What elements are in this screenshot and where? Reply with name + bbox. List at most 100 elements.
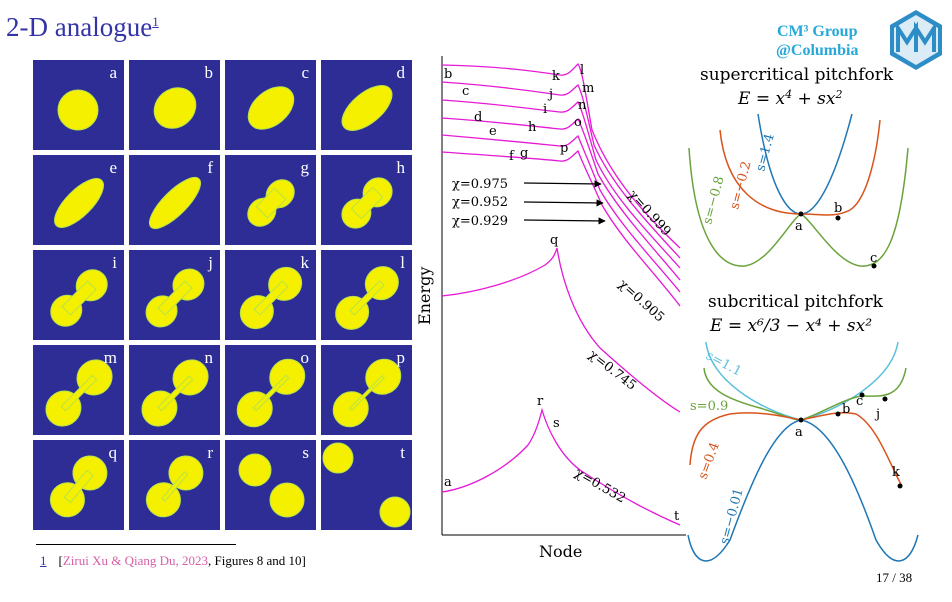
- frame-label-q: q: [108, 443, 118, 462]
- point-label-n: n: [578, 98, 587, 113]
- frame-label-a: a: [109, 63, 117, 82]
- arrow-label-0975: χ=0.975: [452, 177, 508, 192]
- curve-label-0745: χ=0.745: [586, 347, 639, 393]
- frame-label-i: i: [112, 253, 117, 272]
- frame-e: e: [33, 155, 124, 245]
- frame-label-g: g: [300, 158, 310, 177]
- frame-shape-k: [239, 266, 303, 330]
- frame-shape-h: [341, 177, 393, 229]
- frame-j: j: [129, 250, 220, 340]
- frame-shape-g: [247, 179, 295, 227]
- arrow-label-0929: χ=0.929: [452, 214, 508, 229]
- curve-chi-0905: [441, 134, 681, 293]
- group-logo-text: CM³ Group @Columbia: [776, 22, 858, 60]
- footnote-rest: , Figures 8 and 10]: [208, 553, 306, 568]
- point-label-h: h: [528, 120, 537, 135]
- arrow-0952: [523, 199, 604, 207]
- curve-chi-0952: [441, 99, 681, 269]
- point-label-q: q: [550, 233, 558, 248]
- sub-label-s11: s=1.1: [703, 348, 744, 379]
- point-label-d: d: [474, 110, 482, 125]
- frame-c: c: [225, 60, 316, 150]
- title-text: 2-D analogue: [6, 12, 153, 42]
- page-number: 17 / 38: [876, 570, 913, 585]
- subcritical-plot: subcritical pitchfork E = x⁶/3 − x⁴ + sx…: [687, 292, 919, 562]
- frame-d: d: [321, 60, 412, 150]
- frame-p: p: [321, 345, 412, 435]
- frame-b: b: [129, 60, 220, 150]
- curve-chi-0975: [441, 81, 681, 259]
- frame-a: a: [33, 60, 124, 150]
- frame-l: l: [321, 250, 412, 340]
- point-label-l: l: [580, 63, 584, 78]
- frame-m: m: [33, 345, 124, 435]
- footnote: 1[Zirui Xu & Qiang Du, 2023, Figures 8 a…: [40, 553, 306, 569]
- sub-label-s09: s=0.9: [690, 399, 728, 414]
- frame-f: f: [129, 155, 220, 245]
- frame-h: h: [321, 155, 412, 245]
- frame-q: q: [33, 440, 124, 530]
- frame-label-f: f: [207, 158, 213, 177]
- sub-curve-s11: [705, 341, 899, 421]
- point-label-r: r: [537, 394, 544, 409]
- frame-shape-d: [341, 85, 393, 131]
- frame-label-m: m: [103, 348, 117, 367]
- point-label-t: t: [674, 509, 680, 524]
- super-label-s14: s=1.4: [753, 132, 777, 173]
- frame-label-j: j: [208, 253, 213, 272]
- frame-shape-t: [322, 442, 411, 528]
- supercritical-title: supercritical pitchfork: [700, 65, 894, 85]
- super-label-s-08: s=−0.8: [700, 175, 727, 226]
- frame-label-n: n: [204, 348, 214, 367]
- title-footnote-ref[interactable]: 1: [152, 14, 159, 29]
- super-point-a: a: [795, 219, 803, 234]
- point-label-f: f: [509, 149, 515, 164]
- super-point-c: c: [870, 251, 877, 266]
- curve-label-0905: χ=0.905: [615, 277, 667, 326]
- frame-shape-e: [54, 178, 104, 228]
- frame-g: g: [225, 155, 316, 245]
- footnote-number[interactable]: 1: [40, 553, 47, 568]
- frame-label-h: h: [396, 158, 406, 177]
- arrow-0929: [523, 217, 606, 225]
- frame-shape-n: [141, 359, 209, 427]
- frame-shape-j: [145, 268, 205, 328]
- point-label-k: k: [552, 69, 560, 84]
- curve-label-0532: χ=0.532: [572, 465, 628, 506]
- point-label-i: i: [543, 102, 547, 117]
- point-label-e: e: [489, 124, 497, 139]
- cm3-logo-icon: [890, 10, 942, 70]
- frame-label-r: r: [207, 443, 213, 462]
- super-curve-s14: [757, 113, 853, 215]
- subcritical-title: subcritical pitchfork: [708, 292, 884, 312]
- logo-line-1: CM³ Group: [776, 23, 858, 40]
- footnote-citation-link[interactable]: Zirui Xu & Qiang Du, 2023: [62, 553, 208, 568]
- frame-label-p: p: [396, 348, 406, 367]
- energy-axes: [441, 56, 686, 536]
- energy-plot: Node Energy b c d e f g h i j k l m n o …: [415, 56, 686, 561]
- sub-label-s-001: s=−0.01: [717, 487, 746, 546]
- frame-shape-i: [50, 269, 108, 327]
- frame-r: r: [129, 440, 220, 530]
- frame-shape-o: [236, 358, 306, 428]
- frame-shape-b: [153, 87, 197, 129]
- frame-n: n: [129, 345, 220, 435]
- point-label-s: s: [553, 416, 560, 431]
- sub-point-k: k: [892, 465, 900, 480]
- frame-label-c: c: [301, 63, 309, 82]
- energy-curves: [441, 62, 681, 526]
- footnote-rule: [36, 544, 236, 545]
- sub-point-c: c: [856, 394, 863, 409]
- frame-shape-l: [335, 266, 399, 330]
- frame-label-k: k: [300, 253, 310, 272]
- frame-shape-r: [145, 455, 204, 518]
- curve-chi-0745: [441, 247, 681, 413]
- sub-curve-s04: [689, 411, 903, 487]
- frame-shape-c: [247, 86, 295, 130]
- frame-s: s: [225, 440, 316, 530]
- curve-chi-0929: [441, 117, 681, 281]
- frame-label-d: d: [396, 63, 406, 82]
- subcritical-equation: E = x⁶/3 − x⁴ + sx²: [709, 316, 872, 336]
- logo-line-2: @Columbia: [776, 42, 859, 59]
- chi-arrows: χ=0.975 χ=0.952 χ=0.929: [452, 177, 606, 229]
